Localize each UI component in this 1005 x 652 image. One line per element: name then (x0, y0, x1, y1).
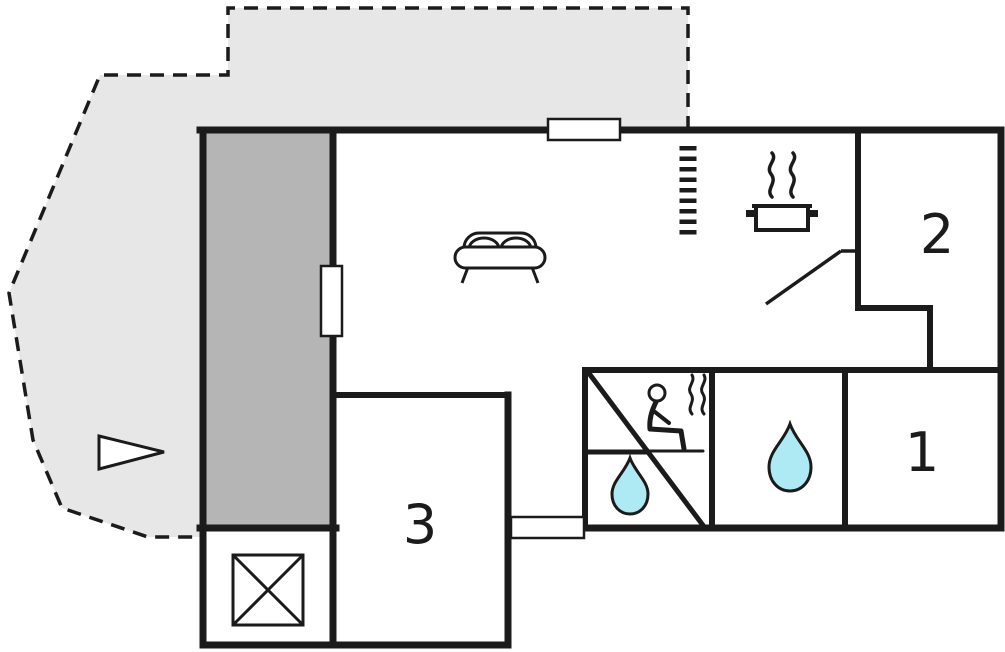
room-1-label: 1 (905, 421, 939, 484)
window-marker (546, 117, 622, 142)
crossed-box-icon (231, 553, 305, 627)
water-drop-small-icon (610, 453, 650, 516)
water-drop-large-icon (767, 419, 813, 493)
door-swing-line (764, 249, 858, 306)
terrace-light-area (9, 8, 688, 537)
room-2-label: 2 (920, 203, 954, 266)
room-3-label: 3 (403, 493, 437, 556)
window-marker (509, 515, 586, 540)
sofa-icon (453, 231, 547, 284)
terrace-dashed-boundary (7, 6, 690, 539)
window-marker (319, 264, 344, 338)
direction-arrow-icon (97, 434, 165, 471)
sauna-person-icon (642, 373, 707, 453)
terrace-dark-area (200, 127, 336, 531)
cooking-pot-steam-icon (746, 151, 818, 232)
